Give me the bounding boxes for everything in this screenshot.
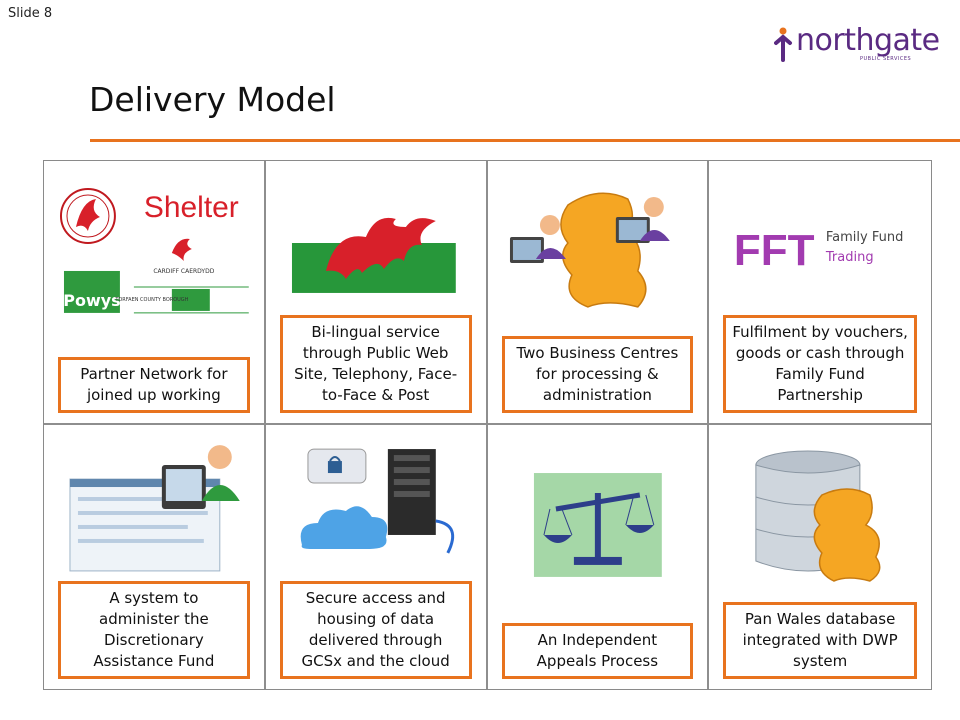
cloud-icon (300, 506, 387, 549)
cell-partner-network: Shelter CARDIFF CAERDYDD Powys TORFAEN C… (44, 161, 266, 425)
database-icon (755, 450, 881, 582)
cell-business-centres: Two Business Centres for processing & ad… (487, 161, 710, 425)
cell-appeals: An Independent Appeals Process (488, 425, 710, 689)
title-divider (90, 139, 960, 142)
powys-logo: Powys (63, 291, 120, 310)
svg-text:FFT: FFT (734, 226, 815, 275)
powys-logo-box (63, 270, 120, 313)
partner-logos: Shelter CARDIFF CAERDYDD Powys TORFAEN C… (59, 188, 249, 314)
operator-right-icon (615, 197, 670, 243)
svg-text:Trading: Trading (825, 250, 874, 265)
svg-text:TORFAEN COUNTY BOROUGH: TORFAEN COUNTY BOROUGH (114, 297, 188, 303)
cell-database: Pan Wales database integrated with DWP s… (709, 425, 931, 689)
caption-bilingual-service: Bi-lingual service through Public Web Si… (279, 315, 472, 413)
logo-subtitle: PUBLIC SERVICES (860, 56, 912, 62)
caption-database: Pan Wales database integrated with DWP s… (723, 602, 917, 679)
page-title: Delivery Model (89, 80, 336, 119)
caption-partner-network: Partner Network for joined up working (58, 357, 250, 413)
cell-fulfilment: FFT Family Fund Trading Fulfilment by vo… (709, 161, 931, 425)
caption-system: A system to administer the Discretionary… (58, 581, 250, 679)
computer-user-icon (69, 445, 240, 572)
caption-business-centres: Two Business Centres for processing & ad… (501, 336, 694, 413)
logo-word: northgate (796, 23, 940, 58)
cell-system: A system to administer the Discretionary… (44, 425, 266, 689)
operator-left-icon (509, 215, 566, 263)
caption-appeals: An Independent Appeals Process (501, 623, 694, 679)
wales-map-icon (813, 488, 881, 582)
welsh-flag-icon (291, 209, 456, 293)
wales-map-icon (559, 192, 647, 308)
fft-logo: FFT Family Fund Trading (734, 226, 903, 275)
cell-secure-access: Secure access and housing of data delive… (266, 425, 488, 689)
torfaen-logo: TORFAEN COUNTY BOROUGH (114, 286, 249, 314)
northgate-logo: northgate PUBLIC SERVICES (774, 23, 940, 66)
call-centre-map-icon (509, 192, 670, 308)
cloud-server-icon (300, 448, 454, 554)
server-rack-icon (387, 449, 454, 554)
swansea-crest-icon (59, 188, 116, 244)
padlock-key-icon (307, 448, 367, 484)
svg-text:Family Fund: Family Fund (826, 230, 903, 245)
caption-fulfilment: Fulfilment by vouchers, goods or cash th… (723, 315, 917, 413)
delivery-model-grid: Shelter CARDIFF CAERDYDD Powys TORFAEN C… (43, 160, 932, 690)
cell-bilingual-service: Bi-lingual service through Public Web Si… (265, 161, 488, 425)
person-icon (774, 27, 792, 62)
cardiff-logo: CARDIFF CAERDYDD (153, 268, 214, 275)
shelter-logo: Shelter (144, 191, 239, 224)
cardiff-dragon-icon (171, 238, 192, 261)
slide-number: Slide 8 (8, 6, 53, 21)
scales-icon (533, 473, 662, 577)
caption-secure-access: Secure access and housing of data delive… (279, 581, 472, 679)
